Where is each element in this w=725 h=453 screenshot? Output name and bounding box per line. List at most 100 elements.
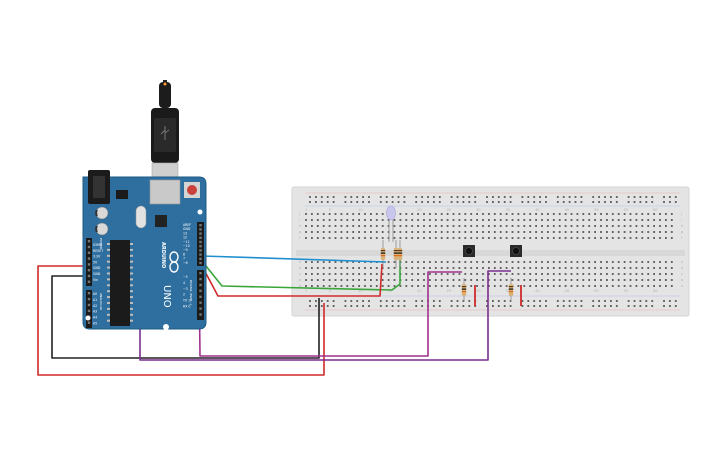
resistor-icon[interactable]	[461, 278, 467, 302]
breadboard-hole[interactable]	[387, 261, 390, 263]
rail-hole[interactable]	[427, 201, 429, 203]
breadboard-hole[interactable]	[482, 273, 484, 275]
breadboard-hole[interactable]	[594, 285, 596, 287]
breadboard-hole[interactable]	[665, 285, 667, 287]
breadboard-hole[interactable]	[617, 219, 620, 221]
breadboard-hole[interactable]	[375, 231, 378, 233]
header-pin[interactable]	[87, 297, 91, 301]
rail-hole[interactable]	[356, 201, 359, 203]
breadboard-hole[interactable]	[547, 219, 549, 221]
breadboard-hole[interactable]	[594, 231, 596, 233]
rail-hole[interactable]	[391, 201, 394, 203]
breadboard-hole[interactable]	[493, 279, 496, 281]
breadboard-hole[interactable]	[499, 261, 502, 263]
breadboard-hole[interactable]	[423, 285, 425, 287]
breadboard-hole[interactable]	[476, 273, 478, 275]
header-pin[interactable]	[199, 301, 202, 304]
rail-hole[interactable]	[633, 300, 636, 302]
breadboard-hole[interactable]	[523, 279, 526, 281]
breadboard-hole[interactable]	[600, 231, 602, 233]
rail-hole[interactable]	[456, 305, 459, 307]
breadboard-hole[interactable]	[405, 261, 408, 263]
rail-hole[interactable]	[574, 196, 577, 198]
breadboard-hole[interactable]	[582, 261, 585, 263]
header-pin[interactable]	[199, 245, 202, 248]
breadboard-hole[interactable]	[381, 237, 384, 239]
rail-hole[interactable]	[320, 300, 323, 302]
rail-hole[interactable]	[574, 305, 577, 307]
breadboard-hole[interactable]	[423, 279, 425, 281]
rail-hole[interactable]	[521, 300, 524, 302]
breadboard-hole[interactable]	[305, 225, 307, 227]
breadboard-hole[interactable]	[665, 261, 667, 263]
breadboard-hole[interactable]	[588, 267, 591, 269]
breadboard-hole[interactable]	[316, 213, 319, 215]
header-pin[interactable]	[199, 228, 202, 231]
breadboard-hole[interactable]	[552, 213, 555, 215]
breadboard-hole[interactable]	[623, 219, 626, 221]
rail-hole[interactable]	[610, 305, 612, 307]
breadboard-hole[interactable]	[482, 219, 484, 221]
breadboard-hole[interactable]	[623, 225, 626, 227]
breadboard-hole[interactable]	[588, 225, 591, 227]
breadboard-hole[interactable]	[434, 267, 437, 269]
rail-hole[interactable]	[533, 300, 536, 302]
breadboard-hole[interactable]	[523, 285, 526, 287]
breadboard-hole[interactable]	[629, 273, 632, 275]
breadboard-hole[interactable]	[600, 267, 602, 269]
resistor-icon[interactable]	[397, 240, 403, 268]
rail-hole[interactable]	[598, 305, 600, 307]
breadboard-hole[interactable]	[493, 273, 496, 275]
breadboard-hole[interactable]	[311, 225, 313, 227]
breadboard-hole[interactable]	[511, 273, 514, 275]
breadboard-hole[interactable]	[635, 225, 638, 227]
rail-hole[interactable]	[486, 201, 488, 203]
breadboard-hole[interactable]	[429, 219, 431, 221]
breadboard-hole[interactable]	[570, 279, 573, 281]
header-pin[interactable]	[199, 283, 202, 287]
breadboard-hole[interactable]	[476, 261, 478, 263]
rail-hole[interactable]	[639, 300, 642, 302]
rail-hole[interactable]	[545, 305, 547, 307]
breadboard-hole[interactable]	[647, 213, 650, 215]
breadboard-hole[interactable]	[452, 237, 455, 239]
breadboard-hole[interactable]	[446, 285, 449, 287]
breadboard-hole[interactable]	[558, 213, 561, 215]
rail-hole[interactable]	[492, 300, 494, 302]
breadboard-hole[interactable]	[606, 285, 608, 287]
breadboard-hole[interactable]	[665, 213, 667, 215]
breadboard-hole[interactable]	[635, 273, 638, 275]
breadboard-hole[interactable]	[328, 261, 331, 263]
breadboard-hole[interactable]	[523, 267, 526, 269]
breadboard-hole[interactable]	[541, 273, 543, 275]
rail-hole[interactable]	[403, 196, 406, 198]
breadboard-hole[interactable]	[558, 231, 561, 233]
breadboard-hole[interactable]	[370, 225, 372, 227]
breadboard-hole[interactable]	[623, 279, 626, 281]
breadboard-hole[interactable]	[611, 273, 614, 275]
breadboard-hole[interactable]	[452, 225, 455, 227]
breadboard-hole[interactable]	[452, 213, 455, 215]
breadboard-hole[interactable]	[328, 267, 331, 269]
breadboard-hole[interactable]	[653, 231, 655, 233]
breadboard-hole[interactable]	[547, 273, 549, 275]
rail-hole[interactable]	[415, 300, 418, 302]
rail-hole[interactable]	[545, 201, 547, 203]
breadboard-hole[interactable]	[446, 231, 449, 233]
breadboard-hole[interactable]	[381, 225, 384, 227]
breadboard-hole[interactable]	[647, 267, 650, 269]
breadboard-hole[interactable]	[582, 237, 585, 239]
breadboard-hole[interactable]	[517, 273, 520, 275]
breadboard-hole[interactable]	[558, 267, 561, 269]
breadboard-hole[interactable]	[470, 273, 473, 275]
breadboard-hole[interactable]	[305, 273, 307, 275]
breadboard-hole[interactable]	[405, 273, 408, 275]
breadboard-hole[interactable]	[322, 273, 325, 275]
rail-hole[interactable]	[486, 305, 488, 307]
breadboard-hole[interactable]	[552, 273, 555, 275]
breadboard-hole[interactable]	[623, 285, 626, 287]
breadboard-hole[interactable]	[452, 231, 455, 233]
breadboard-hole[interactable]	[629, 285, 632, 287]
breadboard-hole[interactable]	[576, 279, 579, 281]
breadboard-hole[interactable]	[535, 213, 537, 215]
